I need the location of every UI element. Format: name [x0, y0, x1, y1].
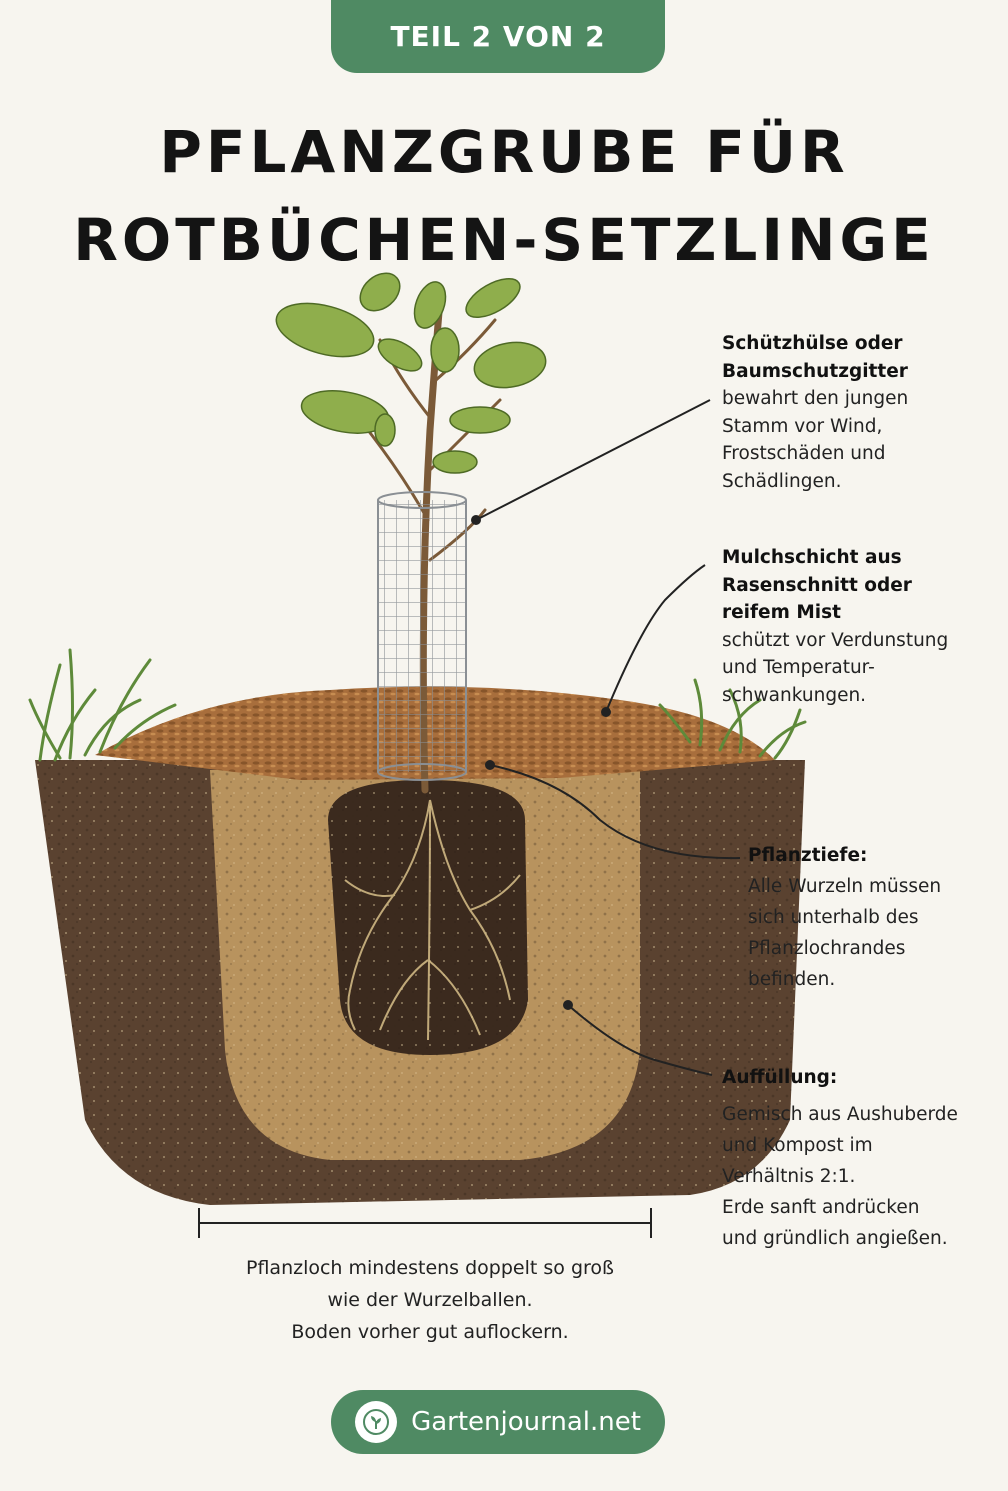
- part-badge: TEIL 2 VON 2: [331, 0, 665, 73]
- label-depth: Pflanztiefe: Alle Wurzeln müssen sich un…: [748, 840, 941, 995]
- label-protection-body-2: Stamm vor Wind,: [722, 415, 883, 437]
- label-backfill-body-2: und Kompost im: [722, 1135, 873, 1156]
- title-line-2: ROTBÜCHEN-SETZLINGE: [73, 206, 935, 274]
- sprout-icon: [355, 1401, 398, 1443]
- label-mulch-head-3: reifem Mist: [722, 602, 841, 623]
- grass-right: [658, 678, 807, 760]
- label-backfill: Auffüllung: Gemisch aus Aushuberde und K…: [722, 1062, 958, 1254]
- label-protection-head-1: Schützhülse oder: [722, 333, 903, 354]
- width-dimension-line: [198, 1208, 652, 1238]
- label-depth-body-3: Pflanzlochrandes: [748, 938, 906, 959]
- label-backfill-body-1: Gemisch aus Aushuberde: [722, 1104, 958, 1125]
- page-title: PFLANZGRUBE FÜR ROTBÜCHEN-SETZLINGE: [0, 108, 1008, 284]
- title-line-1: PFLANZGRUBE FÜR: [159, 118, 849, 186]
- label-backfill-head: Auffüllung:: [722, 1067, 838, 1088]
- leader-depth: [489, 764, 741, 860]
- leader-backfill: [567, 1004, 713, 1076]
- sapling-leaves: [275, 272, 547, 474]
- label-depth-body-2: sich unterhalb des: [748, 907, 919, 928]
- note-line-3: Boden vorher gut auflockern.: [291, 1321, 569, 1343]
- label-mulch: Mulchschicht aus Rasenschnitt oder reife…: [722, 544, 948, 709]
- grass-left: [28, 648, 177, 762]
- label-protection-body-4: Schädlingen.: [722, 470, 842, 492]
- label-depth-body-1: Alle Wurzeln müssen: [748, 876, 942, 897]
- note-line-1: Pflanzloch mindestens doppelt so groß: [246, 1257, 614, 1279]
- label-depth-head: Pflanztiefe:: [748, 845, 868, 866]
- tree-guard-mesh: [377, 491, 467, 781]
- brand-name: Gartenjournal.net: [411, 1407, 641, 1437]
- note-line-2: wie der Wurzelballen.: [327, 1289, 533, 1311]
- label-backfill-body-3: Verhältnis 2:1.: [722, 1166, 856, 1187]
- label-mulch-head-1: Mulchschicht aus: [722, 547, 902, 568]
- root-ball: [328, 780, 528, 1055]
- label-protection-head-2: Baumschutzgitter: [722, 360, 908, 382]
- label-backfill-body-5: und gründlich angießen.: [722, 1228, 948, 1249]
- label-mulch-head-2: Rasenschnitt oder: [722, 574, 912, 596]
- label-protection-body-3: Frostschäden und: [722, 443, 886, 464]
- label-mulch-body-1: schützt vor Verdunstung: [722, 629, 949, 651]
- label-mulch-body-2: und Temperatur-: [722, 657, 875, 678]
- pit-size-note: Pflanzloch mindestens doppelt so groß wi…: [200, 1252, 660, 1348]
- label-depth-body-4: befinden.: [748, 969, 836, 990]
- leader-protection: [475, 399, 711, 521]
- label-protection: Schützhülse oder Baumschutzgitter bewahr…: [722, 330, 908, 495]
- leader-mulch: [605, 564, 706, 713]
- brand-pill[interactable]: Gartenjournal.net: [331, 1390, 665, 1454]
- label-backfill-body-4: Erde sanft andrücken: [722, 1197, 920, 1218]
- label-protection-body-1: bewahrt den jungen: [722, 388, 909, 409]
- leader-lines: [471, 399, 741, 1076]
- roots: [344, 799, 521, 1041]
- label-mulch-body-3: schwankungen.: [722, 684, 867, 706]
